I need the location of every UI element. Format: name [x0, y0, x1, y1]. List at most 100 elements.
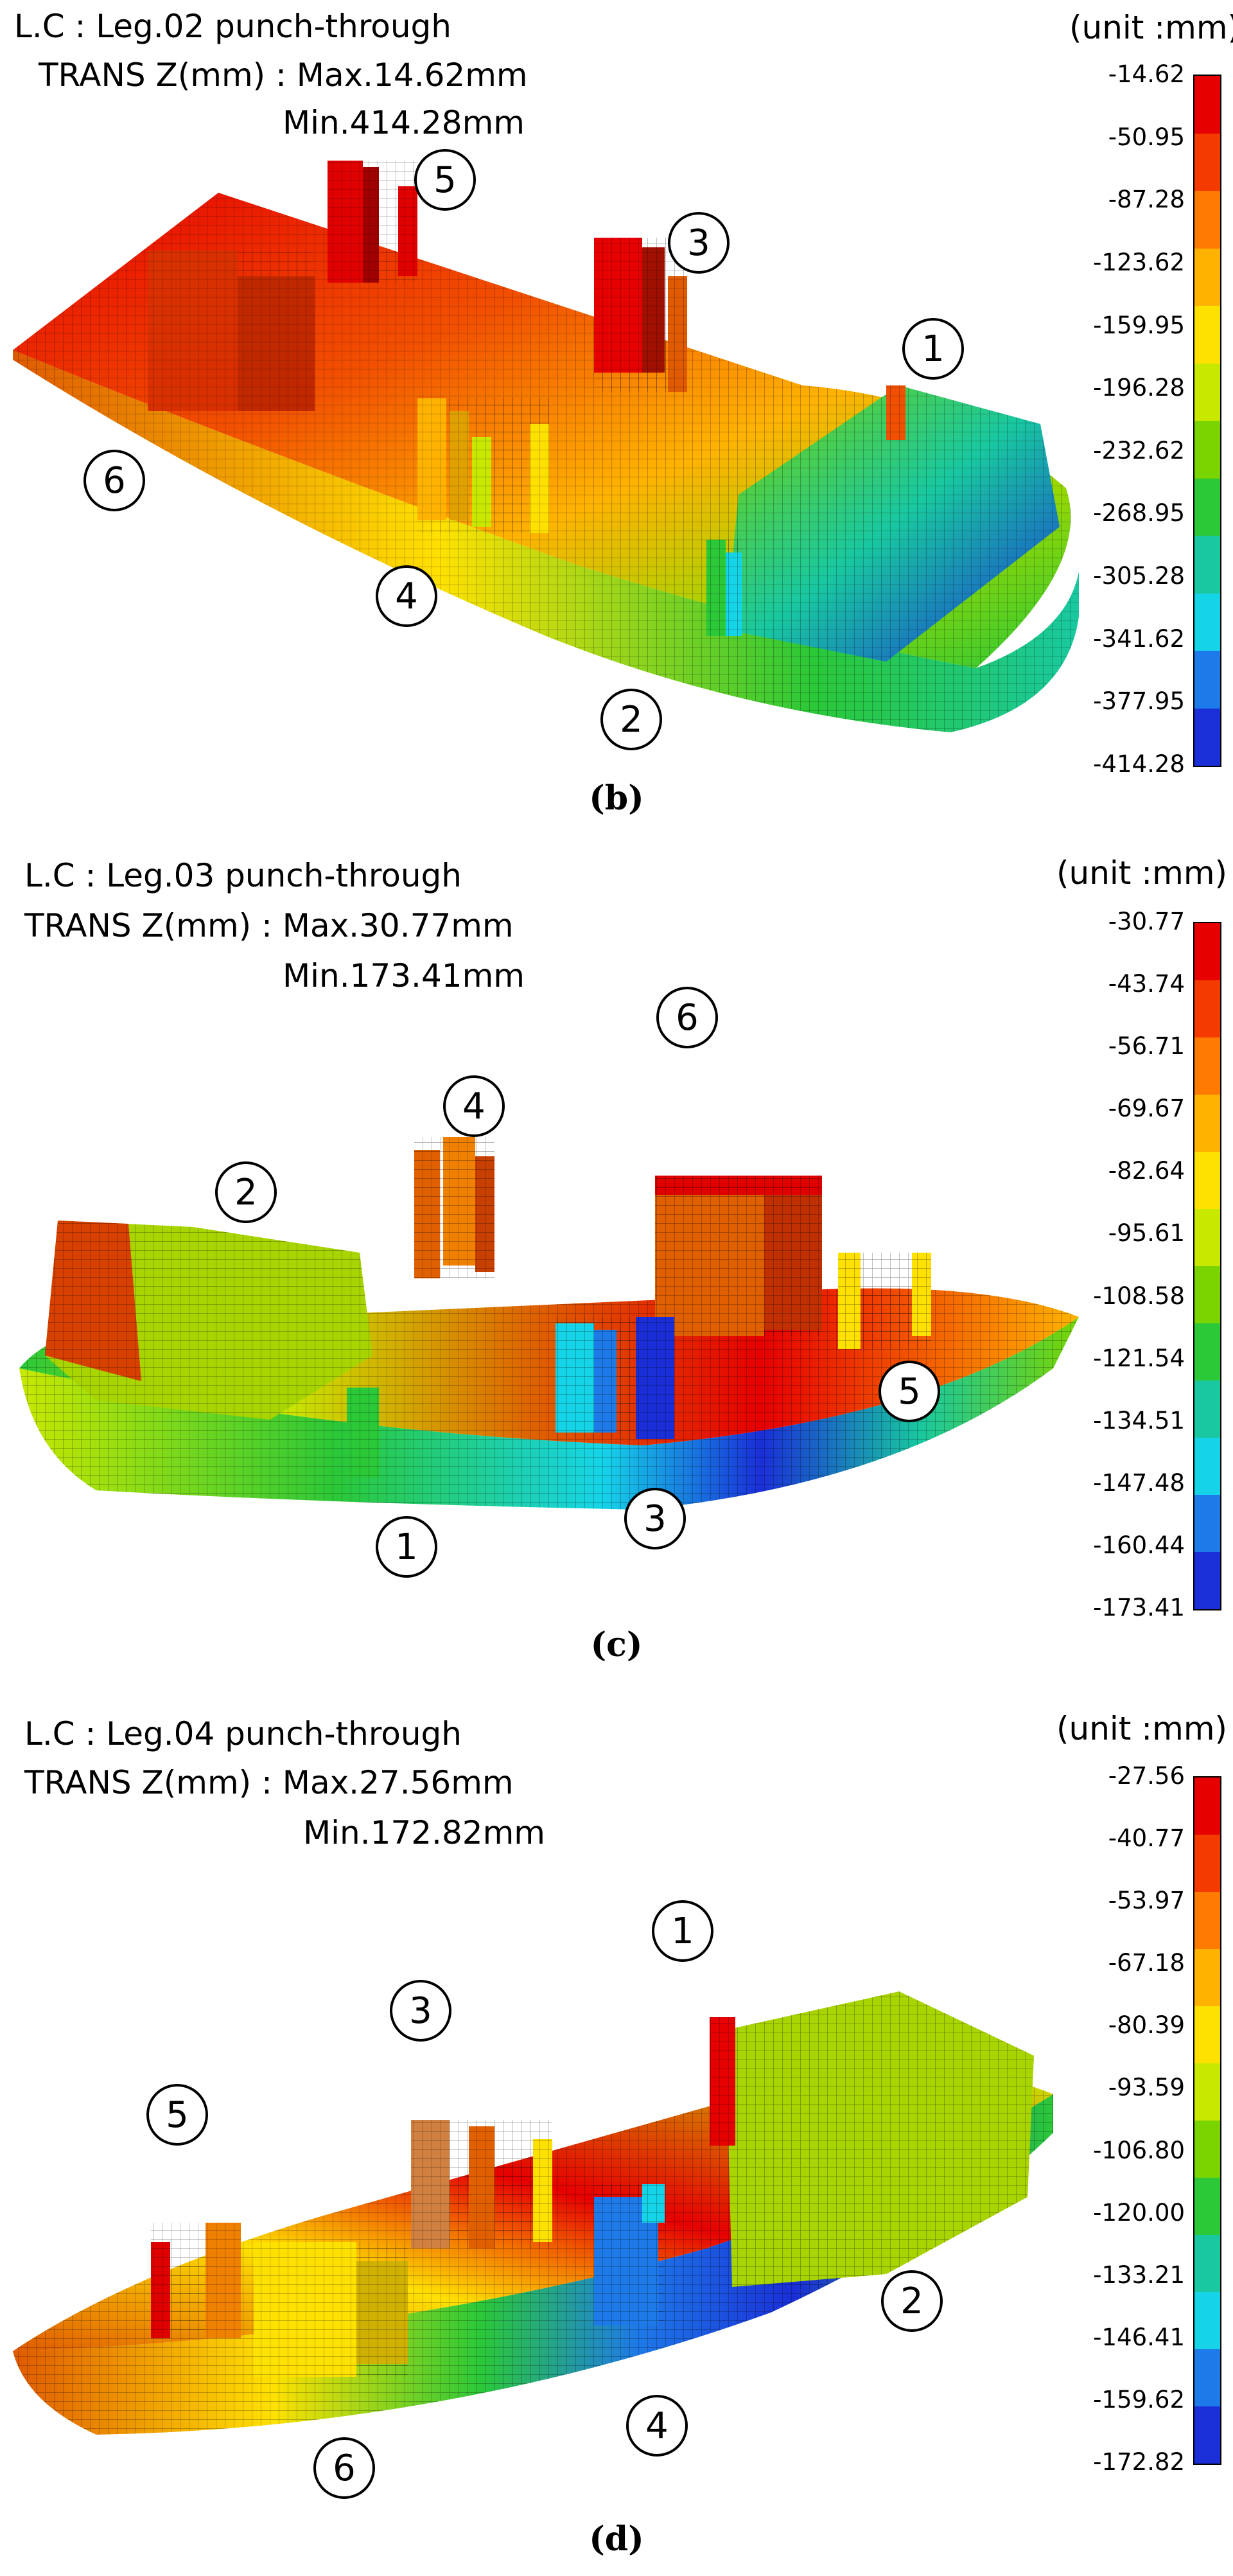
color-scale-tick-label: -146.41 [1093, 2323, 1185, 2351]
leg-marker: 3 [624, 1488, 686, 1549]
superstructure [726, 385, 1060, 662]
color-scale-segment [1194, 1949, 1220, 2006]
leg-marker: 5 [146, 2084, 208, 2146]
color-scale-tick-label: -67.18 [1108, 1949, 1185, 1977]
color-scale-tick-label: -95.61 [1108, 1219, 1185, 1248]
color-scale-segment [1194, 191, 1220, 249]
color-scale-segment [1194, 2178, 1220, 2235]
color-scale-tick-label: -14.62 [1108, 60, 1185, 88]
trans-min-label: Min.172.82mm [303, 1814, 545, 1851]
leg-5-columns [328, 161, 417, 283]
panel-d: L.C : Leg.04 punch-through TRANS Z(mm) :… [0, 1709, 1233, 2576]
ship-model-leg02 [13, 161, 1079, 732]
leg-marker: 4 [376, 565, 437, 627]
color-scale-bar [1193, 75, 1221, 767]
color-scale-segment [1194, 1323, 1220, 1381]
leg-5-columns [151, 2223, 241, 2338]
color-scale-tick-label: -172.82 [1093, 2448, 1185, 2476]
color-scale-segment [1194, 76, 1220, 134]
unit-label: (unit :mm) [1056, 854, 1228, 892]
color-scale-tick-label: -120.00 [1093, 2198, 1185, 2227]
color-scale-tick-label: -69.67 [1108, 1095, 1185, 1123]
unit-label: (unit :mm) [1069, 9, 1233, 46]
deck-house-aft [254, 2242, 408, 2377]
leg-marker: 2 [881, 2270, 943, 2332]
color-scale-segment [1194, 1209, 1220, 1266]
color-scale-segment [1194, 980, 1220, 1037]
leg-marker: 1 [652, 1900, 713, 1962]
leg-marker: 6 [313, 2437, 375, 2499]
trans-min-label: Min.173.41mm [283, 957, 525, 994]
leg-4-columns [594, 2184, 665, 2325]
superstructure [45, 1221, 372, 1420]
color-scale-tick-label: -134.51 [1093, 1406, 1185, 1434]
color-scale-bar [1193, 922, 1221, 1610]
color-scale-segment [1194, 421, 1220, 479]
color-scale-segment [1194, 708, 1220, 766]
trans-min-label: Min.414.28mm [283, 104, 525, 141]
color-scale-tick-label: -196.28 [1093, 374, 1185, 402]
color-scale-segment [1194, 923, 1220, 980]
leg-marker: 4 [626, 2395, 688, 2457]
leg-1-columns [710, 2017, 735, 2146]
leg-marker: 5 [414, 149, 476, 211]
color-scale-tick-label: -93.59 [1108, 2074, 1185, 2102]
color-scale-segment [1194, 133, 1220, 191]
color-scale-tick-label: -30.77 [1108, 908, 1185, 935]
color-scale-bar [1193, 1776, 1221, 2465]
leg-3-columns [411, 2120, 552, 2248]
leg-5-columns [838, 1253, 931, 1349]
color-scale-segment [1194, 363, 1220, 421]
leg-marker: 2 [600, 689, 662, 750]
color-scale-segment [1194, 593, 1220, 651]
leg-marker: 3 [390, 1980, 451, 2042]
color-scale-segment [1194, 248, 1220, 306]
trans-max-label: TRANS Z(mm) : Max.14.62mm [39, 57, 528, 94]
color-scale-segment [1194, 1381, 1220, 1438]
leg-marker: 4 [443, 1075, 505, 1137]
superstructure [726, 1991, 1034, 2287]
figure-caption: (b) [589, 779, 644, 818]
color-scale-segment [1194, 1438, 1220, 1495]
ship-model-leg03 [19, 1137, 1079, 1510]
color-scale-tick-label: -121.54 [1093, 1344, 1185, 1372]
color-scale-segment [1194, 2235, 1220, 2292]
color-scale-tick-label: -159.62 [1093, 2385, 1185, 2413]
color-scale-tick-label: -268.95 [1093, 499, 1185, 527]
leg-2-columns [706, 540, 742, 636]
color-scale-segment [1194, 478, 1220, 536]
color-scale-segment [1194, 2121, 1220, 2178]
color-scale-tick-label: -43.74 [1108, 970, 1185, 998]
leg-3-columns [555, 1317, 674, 1439]
ship-model-leg04 [13, 1991, 1053, 2435]
color-scale-segment [1194, 1552, 1220, 1609]
color-scale-segment [1194, 1778, 1220, 1835]
leg-4-columns [414, 1137, 494, 1278]
trans-max-label: TRANS Z(mm) : Max.27.56mm [24, 1764, 514, 1801]
color-scale-segment [1194, 1266, 1220, 1323]
color-scale-segment [1194, 1037, 1220, 1095]
color-scale-segment [1194, 2406, 1220, 2464]
color-scale-segment [1194, 1495, 1220, 1552]
color-scale-segment [1194, 1095, 1220, 1152]
color-scale-tick-label: -80.39 [1108, 2011, 1185, 2040]
leg-1-columns [347, 1388, 379, 1478]
deck-house-aft [148, 251, 315, 411]
load-case-title: L.C : Leg.02 punch-through [14, 8, 451, 45]
color-scale-segment [1194, 1892, 1220, 1949]
load-case-title: L.C : Leg.03 punch-through [24, 857, 462, 894]
color-scale-tick-label: -147.48 [1093, 1469, 1185, 1497]
color-scale-tick-label: -82.64 [1108, 1157, 1185, 1185]
color-scale-segment [1194, 2006, 1220, 2063]
leg-3-columns [594, 238, 687, 392]
unit-label: (unit :mm) [1056, 1710, 1228, 1747]
color-scale-tick-label: -305.28 [1093, 562, 1185, 590]
leg-4-columns [417, 398, 549, 533]
color-scale-tick-label: -160.44 [1093, 1531, 1185, 1559]
color-scale-tick-label: -27.56 [1108, 1762, 1185, 1790]
color-scale-tick-label: -108.58 [1093, 1282, 1185, 1310]
leg-marker: 3 [668, 212, 730, 274]
color-scale-tick-label: -87.28 [1108, 186, 1185, 214]
color-scale-tick-label: -414.28 [1093, 750, 1185, 778]
color-scale-tick-label: -341.62 [1093, 624, 1185, 653]
